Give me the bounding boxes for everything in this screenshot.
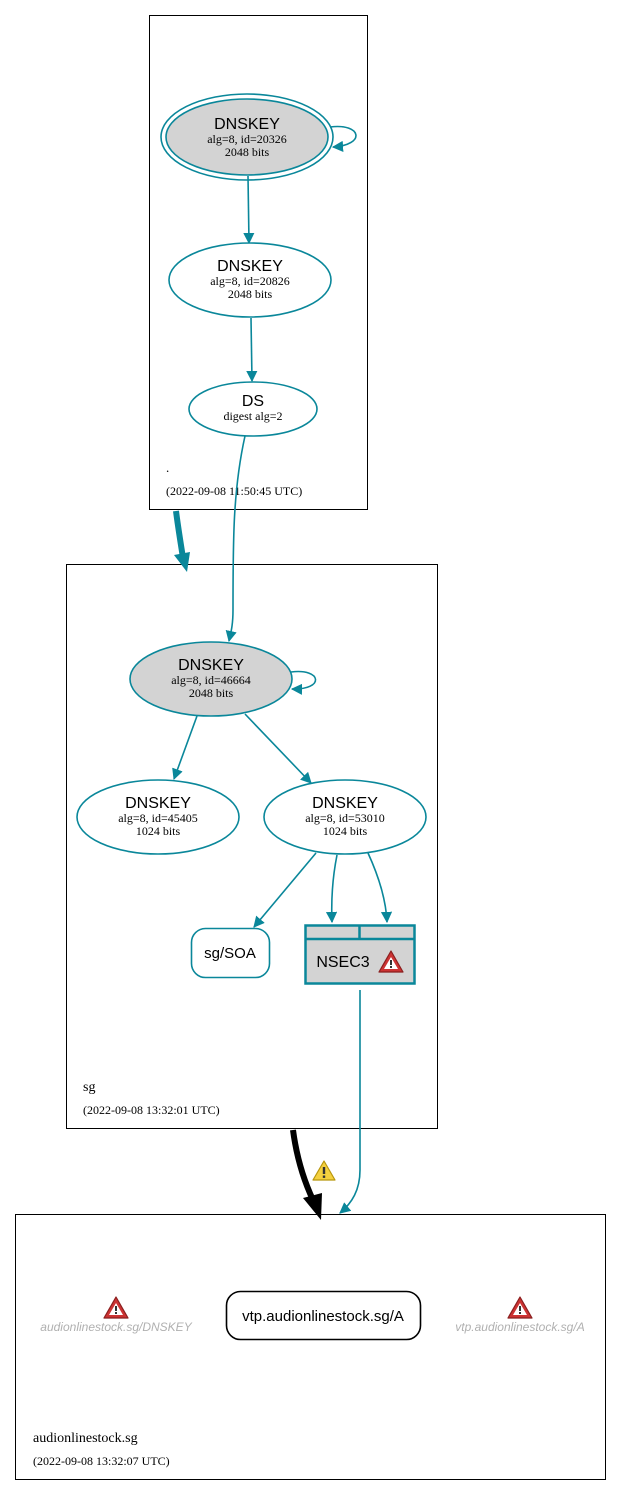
zone-root: . (2022-09-08 11:50:45 UTC) (149, 15, 368, 510)
root-ksk-bits: 2048 bits (225, 145, 270, 159)
edge-ds-sg-ksk (225, 435, 246, 643)
sg-ksk-title: DNSKEY (178, 657, 244, 674)
zone-sg: sg (2022-09-08 13:32:01 UTC) (66, 564, 438, 1129)
sg-soa-title: sg/SOA (204, 945, 256, 962)
root-zsk-node[interactable]: DNSKEY alg=8, id=20826 2048 bits (168, 242, 332, 318)
delegation-root-sg (173, 510, 190, 572)
edge-sg-ksk-self (290, 670, 317, 695)
edge-root-ksk-zsk (243, 175, 255, 245)
zone-sg-box (66, 564, 438, 1129)
zone-root-box (149, 15, 368, 510)
sg-zsk2-alg: alg=8, id=53010 (305, 811, 385, 825)
edge-nsec3-leaf (339, 990, 361, 1214)
zone-audionlinestock: audionlinestock.sg (2022-09-08 13:32:07 … (15, 1214, 606, 1480)
sg-zsk2-title: DNSKEY (312, 795, 378, 812)
leaf-a-node[interactable]: vtp.audionlinestock.sg/A (225, 1290, 422, 1341)
root-ds-node[interactable]: DS digest alg=2 (188, 381, 318, 437)
nsec3-warning-icon (378, 950, 404, 973)
edge-sg-ksk-zsk1 (172, 715, 198, 781)
zone-root-timestamp: (2022-09-08 11:50:45 UTC) (166, 484, 302, 498)
root-ksk-node[interactable]: DNSKEY alg=8, id=20326 2048 bits (160, 93, 334, 181)
edge-sg-ksk-zsk2 (244, 713, 312, 784)
delegation-sg-leaf (290, 1129, 322, 1220)
sg-soa-node[interactable]: sg/SOA (190, 927, 271, 979)
sg-zsk1-bits: 1024 bits (136, 824, 181, 838)
zone-audionlinestock-name: audionlinestock.sg (33, 1431, 138, 1446)
sg-nsec3-title: NSEC3 (316, 954, 369, 971)
edge-zsk2-nsec3-b (367, 852, 393, 924)
sg-ksk-alg: alg=8, id=46664 (171, 673, 251, 687)
edge-zsk2-nsec3-a (325, 854, 338, 924)
edge-root-ksk-self (329, 125, 357, 152)
leaf-dnskey-error-icon (103, 1296, 129, 1319)
sg-zsk1-alg: alg=8, id=45405 (118, 811, 198, 825)
root-ksk-title: DNSKEY (214, 116, 280, 133)
root-ds-digest: digest alg=2 (223, 409, 282, 423)
delegation-warning-icon (312, 1160, 336, 1181)
zone-audionlinestock-box (15, 1214, 606, 1480)
sg-zsk2-node[interactable]: DNSKEY alg=8, id=53010 1024 bits (263, 779, 427, 855)
sg-ksk-node[interactable]: DNSKEY alg=8, id=46664 2048 bits (129, 641, 293, 717)
root-zsk-alg: alg=8, id=20826 (210, 274, 290, 288)
root-zsk-title: DNSKEY (217, 258, 283, 275)
edge-zsk2-soa (253, 852, 317, 928)
sg-zsk1-node[interactable]: DNSKEY alg=8, id=45405 1024 bits (76, 779, 240, 855)
edge-root-zsk-ds (246, 317, 258, 383)
zone-sg-name: sg (83, 1080, 95, 1095)
zone-root-name: . (166, 460, 169, 475)
zone-audionlinestock-timestamp: (2022-09-08 13:32:07 UTC) (33, 1454, 170, 1468)
sg-zsk1-title: DNSKEY (125, 795, 191, 812)
leaf-missing-a-error-icon (507, 1296, 533, 1319)
root-zsk-bits: 2048 bits (228, 287, 273, 301)
sg-nsec3-node[interactable]: NSEC3 (304, 924, 416, 985)
root-ksk-alg: alg=8, id=20326 (207, 132, 287, 146)
zone-sg-timestamp: (2022-09-08 13:32:01 UTC) (83, 1103, 220, 1117)
root-ds-title: DS (242, 393, 264, 410)
leaf-a-label: vtp.audionlinestock.sg/A (242, 1308, 404, 1325)
leaf-dnskey-missing[interactable]: audionlinestock.sg/DNSKEY (40, 1296, 193, 1334)
leaf-missing-a-label: vtp.audionlinestock.sg/A (455, 1320, 584, 1334)
leaf-dnskey-label: audionlinestock.sg/DNSKEY (40, 1320, 192, 1334)
sg-zsk2-bits: 1024 bits (323, 824, 368, 838)
leaf-missing-a[interactable]: vtp.audionlinestock.sg/A (455, 1296, 585, 1334)
edges (172, 125, 393, 1214)
sg-ksk-bits: 2048 bits (189, 686, 234, 700)
